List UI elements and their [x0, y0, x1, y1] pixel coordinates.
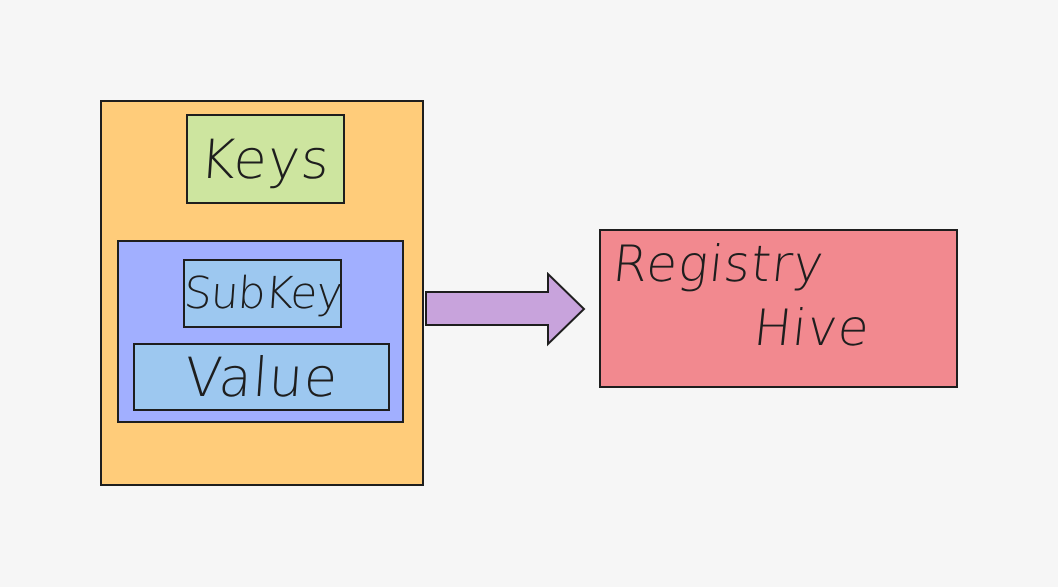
right-arrow-icon [425, 272, 586, 347]
registry-hive-box: Registry Hive [599, 229, 958, 388]
value-label: Value [182, 345, 341, 409]
keys-box: Keys [186, 114, 345, 204]
subkey-box: SubKey [181, 259, 344, 328]
keys-label: Keys [198, 127, 333, 191]
subkey-label: SubKey [181, 268, 344, 319]
registry-label: Registry [609, 235, 828, 293]
hive-label: Hive [750, 299, 873, 357]
arrow-shape [425, 272, 586, 347]
value-box: Value [133, 343, 390, 411]
